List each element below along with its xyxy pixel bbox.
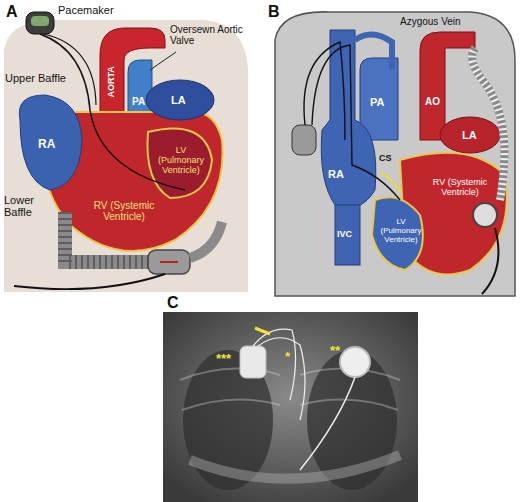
structure-label: Lower Baffle <box>4 194 44 218</box>
chamber-label: PA <box>370 96 384 108</box>
structure-label: Oversewn Aortic Valve <box>170 24 248 46</box>
structure-label: Azygous Vein <box>400 16 461 27</box>
asterisk-marker: ** <box>330 344 340 358</box>
chamber-label: LA <box>462 129 477 141</box>
chamber-label: LV (Pulmonary Ventricle) <box>375 218 427 244</box>
chamber-label: AO <box>425 96 440 107</box>
panel-letter: A <box>6 3 18 21</box>
asterisk-marker: *** <box>216 352 231 366</box>
chamber-label: RV (Systemic Ventricle) <box>84 200 164 222</box>
structure-label: CS <box>379 154 392 164</box>
chamber-label: LA <box>171 94 186 106</box>
chamber-label: LV (Pulmonary Ventricle) <box>152 146 210 176</box>
chamber-label: IVC <box>337 230 352 240</box>
panel-letter: C <box>167 294 179 312</box>
chamber-label: RV (Systemic Ventricle) <box>432 178 488 198</box>
panel-letter: B <box>268 3 280 21</box>
chamber-label: PA <box>132 96 145 107</box>
asterisk-marker: * <box>285 350 290 364</box>
device-label: Pacemaker <box>58 4 114 16</box>
chamber-label: RA <box>38 138 55 151</box>
structure-label: Upper Baffle <box>5 72 66 84</box>
chamber-label: RA <box>328 168 344 180</box>
structure-label: AORTA <box>107 66 117 97</box>
